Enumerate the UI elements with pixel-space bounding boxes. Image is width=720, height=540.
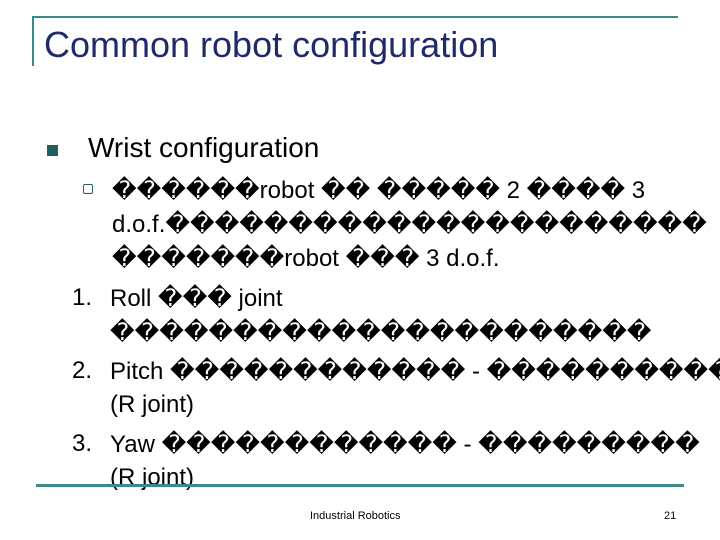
list-number-1: 1. [72,284,93,311]
slide-title: Common robot configuration [44,24,499,65]
list-item-1-line-2: ���������������������� [110,319,652,346]
checkbox-bullet-icon [83,184,93,194]
page-number: 21 [664,510,677,522]
list-item-1-line-1: Roll ��� joint [110,285,283,312]
list-number-2: 2. [72,357,93,384]
list-item-2-line-2: (R joint) [110,391,195,418]
square-bullet-icon [47,145,58,156]
footer-divider [36,484,684,487]
title-frame-left-line [32,16,34,66]
title-frame-top-line [32,16,678,18]
list-item-3-line-2: (R joint) [110,464,195,491]
section-heading: Wrist configuration [88,132,320,163]
list-item-3-line-1: Yaw ������������ - ��������� [110,431,700,458]
sub-line-1: ������robot �� ����� 2 ���� 3 [112,177,646,204]
footer-text: Industrial Robotics [310,510,401,522]
list-item-2-line-1: Pitch ������������ - ����������� [110,358,720,385]
sub-line-3: �������robot ��� 3 d.o.f. [112,245,500,272]
sub-line-2: d.o.f.���������������������� [112,211,707,238]
list-number-3: 3. [72,430,93,457]
